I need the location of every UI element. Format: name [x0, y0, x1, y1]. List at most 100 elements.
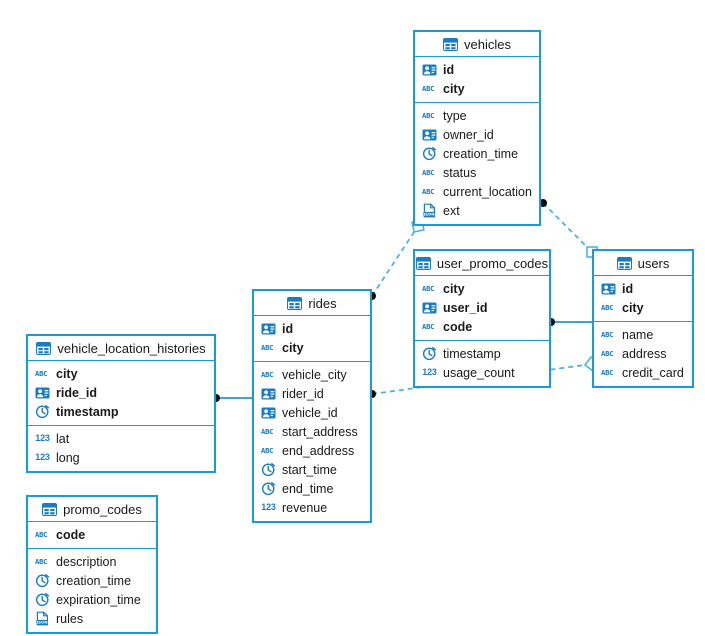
table-header-vehicles[interactable]: vehicles: [415, 32, 539, 57]
column-row[interactable]: rider_id: [254, 384, 370, 403]
id-card-icon: [35, 385, 50, 400]
table-icon: [443, 37, 459, 52]
id-card-icon: [422, 127, 437, 142]
clock-icon: [261, 481, 276, 496]
abc-text-icon: ABC: [35, 554, 50, 569]
column-label: credit_card: [622, 365, 684, 380]
column-row[interactable]: start_time: [254, 460, 370, 479]
primary-key-row[interactable]: user_id: [415, 298, 549, 317]
svg-text:ABC: ABC: [601, 349, 613, 358]
column-label: ext: [443, 203, 460, 218]
clock-icon: [422, 346, 437, 361]
primary-key-row[interactable]: id: [594, 279, 692, 298]
table-title: vehicle_location_histories: [57, 340, 206, 356]
column-label: start_time: [282, 462, 337, 477]
123-number-icon: 123: [261, 502, 276, 512]
column-label: name: [622, 327, 654, 342]
primary-key-row[interactable]: id: [254, 319, 370, 338]
column-row[interactable]: ABC credit_card: [594, 363, 692, 382]
column-row[interactable]: end_time: [254, 479, 370, 498]
column-row[interactable]: expiration_time: [28, 590, 156, 609]
column-row[interactable]: owner_id: [415, 125, 539, 144]
abc-text-icon: ABC: [422, 281, 437, 296]
svg-text:JSON: JSON: [36, 620, 48, 625]
abc-text-icon: ABC: [261, 424, 276, 439]
svg-text:ABC: ABC: [601, 368, 613, 377]
relationship-user_promo_codes-users[interactable]: [547, 318, 592, 326]
column-label: long: [56, 450, 80, 465]
svg-text:ABC: ABC: [422, 111, 434, 120]
primary-key-row[interactable]: ABC city: [28, 364, 214, 383]
123-number-icon: 123: [35, 452, 50, 462]
column-label: address: [622, 346, 667, 361]
table-icon: [415, 256, 431, 271]
table-header-user_promo_codes[interactable]: user_promo_codes: [415, 251, 549, 276]
relationship-vehicle_location_histories-rides[interactable]: [212, 394, 252, 402]
table-header-vehicle_location_histories[interactable]: vehicle_location_histories: [28, 336, 214, 361]
primary-key-row[interactable]: id: [415, 60, 539, 79]
abc-text-icon: ABC: [422, 81, 437, 96]
column-row[interactable]: 123 long: [28, 448, 214, 467]
column-label: end_time: [282, 481, 334, 496]
abc-text-icon: ABC: [35, 527, 50, 542]
primary-key-row[interactable]: timestamp: [28, 402, 214, 421]
primary-key-label: city: [56, 366, 78, 381]
abc-text-icon: ABC: [35, 366, 50, 381]
clock-icon: [422, 146, 437, 161]
svg-text:ABC: ABC: [261, 370, 273, 379]
column-row[interactable]: vehicle_id: [254, 403, 370, 422]
table-header-promo_codes[interactable]: promo_codes: [28, 497, 156, 522]
primary-key-row[interactable]: ride_id: [28, 383, 214, 402]
column-row[interactable]: ABC description: [28, 552, 156, 571]
column-row[interactable]: creation_time: [28, 571, 156, 590]
table-header-rides[interactable]: rides: [254, 291, 370, 316]
table-header-users[interactable]: users: [594, 251, 692, 276]
column-row[interactable]: timestamp: [415, 344, 549, 363]
abc-text-icon: ABC: [261, 367, 276, 382]
svg-text:ABC: ABC: [261, 427, 273, 436]
column-label: owner_id: [443, 127, 494, 142]
primary-key-label: ride_id: [56, 385, 97, 400]
column-row[interactable]: creation_time: [415, 144, 539, 163]
column-label: creation_time: [443, 146, 519, 161]
svg-text:ABC: ABC: [422, 168, 434, 177]
table-title: users: [637, 255, 670, 271]
id-card-icon: [261, 321, 276, 336]
abc-text-icon: ABC: [261, 340, 276, 355]
column-label: description: [56, 554, 117, 569]
column-row[interactable]: ABC address: [594, 344, 692, 363]
svg-text:ABC: ABC: [261, 446, 273, 455]
